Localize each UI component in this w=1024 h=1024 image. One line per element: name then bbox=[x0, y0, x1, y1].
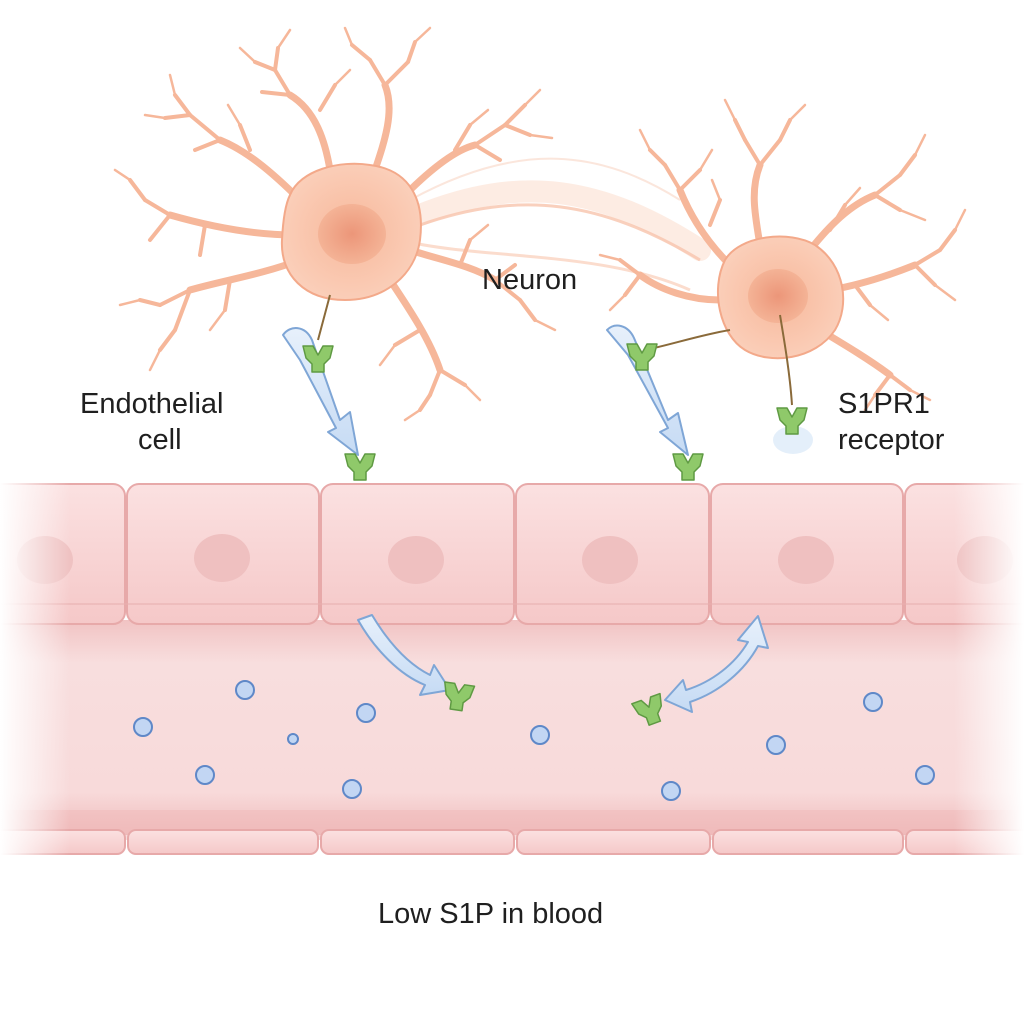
s1p-molecule bbox=[915, 765, 935, 785]
s1p-molecule bbox=[195, 765, 215, 785]
endothelial-nucleus bbox=[778, 536, 834, 584]
arrow-blood-to-endothelium-bidirectional bbox=[664, 615, 769, 713]
s1p-molecule bbox=[530, 725, 550, 745]
s1p-molecule bbox=[356, 703, 376, 723]
blood-s1p-label: Low S1P in blood bbox=[378, 898, 604, 930]
neuron-left-nucleus bbox=[318, 204, 386, 264]
s1p-molecules bbox=[133, 680, 935, 801]
s1pr1-receptor-neuron-right bbox=[626, 343, 658, 371]
s1p-molecule bbox=[235, 680, 255, 700]
s1p-molecule bbox=[287, 733, 299, 745]
arrow-neuron-to-endothelium-right bbox=[606, 324, 689, 456]
s1pr1-receptor-label-line1: S1PR1 bbox=[838, 388, 930, 420]
axon-connection bbox=[399, 157, 711, 292]
neuron-right-process-2 bbox=[779, 314, 793, 406]
s1p-molecule bbox=[342, 779, 362, 799]
s1pr1-receptor-label: S1PR1 receptor bbox=[838, 386, 944, 458]
s1pr1-receptor-labeled bbox=[773, 407, 813, 454]
s1p-molecule bbox=[766, 735, 786, 755]
neuron-left-axon-terminal bbox=[317, 294, 331, 341]
endothelial-nucleus bbox=[194, 534, 250, 582]
endothelial-layer-bottom bbox=[0, 829, 1024, 855]
arrow-endothelium-to-blood bbox=[357, 614, 451, 696]
neuron-right-process-1 bbox=[644, 329, 731, 351]
s1p-molecule bbox=[863, 692, 883, 712]
endothelial-cell-label-line2: cell bbox=[138, 424, 182, 456]
endothelial-cell-label: Endothelial cell bbox=[80, 386, 224, 458]
neuron-right-nucleus bbox=[748, 269, 808, 323]
endothelial-nucleus bbox=[388, 536, 444, 584]
neuron-label: Neuron bbox=[482, 264, 578, 296]
s1pr1-receptor-label-line2: receptor bbox=[838, 424, 945, 456]
vessel-lumen bbox=[0, 620, 1024, 835]
arrow-neuron-to-endothelium-left bbox=[282, 327, 359, 456]
endothelial-layer-top bbox=[0, 483, 1024, 625]
neuron-right bbox=[598, 98, 967, 412]
endothelial-cell-label-line1: Endothelial bbox=[80, 388, 224, 420]
s1pr1-receptor-endothelium-left bbox=[344, 453, 376, 481]
endothelial-nucleus bbox=[582, 536, 638, 584]
s1pr1-receptor-endothelium-right bbox=[672, 453, 704, 481]
s1p-molecule bbox=[133, 717, 153, 737]
s1p-molecule bbox=[661, 781, 681, 801]
